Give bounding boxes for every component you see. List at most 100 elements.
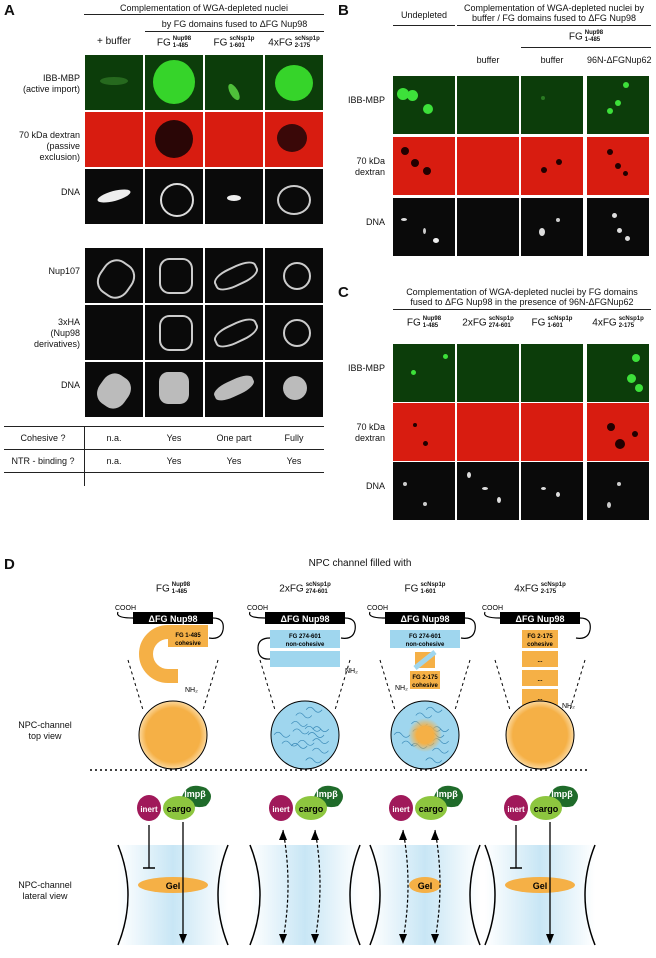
fg-strand [297, 739, 315, 746]
table-cell: n.a. [106, 456, 122, 466]
linker [248, 611, 266, 619]
pore-wall [117, 844, 129, 946]
linker [368, 611, 386, 619]
cooh-label: COOH [247, 605, 268, 612]
row-label: DNA [60, 379, 80, 390]
impb-label: Impβ [184, 789, 206, 799]
micrograph-ibb-mbp [587, 76, 649, 134]
channel-bg [485, 845, 595, 945]
divider [393, 25, 455, 26]
fg-2175-box [410, 671, 440, 689]
nucleus [623, 171, 628, 176]
nucleus [159, 372, 189, 404]
linker [460, 617, 476, 639]
fg-strand [393, 731, 411, 738]
leak-arrow [402, 829, 409, 941]
inert-label: inert [272, 805, 290, 814]
col-undepleted: Undepleted [400, 10, 448, 20]
fg-strand [295, 712, 313, 719]
panel-d-title: NPC channel filled with [308, 558, 412, 569]
micrograph-dextran [457, 137, 519, 195]
pore-wall [249, 844, 261, 946]
nucleus [160, 183, 194, 217]
pore-wall [349, 844, 361, 946]
nucleus [541, 167, 547, 173]
box-label: cohesive [175, 641, 201, 647]
nucleus [159, 258, 193, 294]
micrograph-dna [265, 362, 323, 417]
channel-bg [250, 845, 360, 945]
leak-arrow [314, 829, 321, 941]
nucleus [617, 482, 621, 486]
linker [208, 617, 224, 639]
nucleus [411, 159, 419, 167]
zoom-line [127, 659, 144, 711]
row-label: IBB-MBP [347, 95, 385, 105]
inert-shape [269, 795, 293, 821]
nucleus [556, 159, 562, 165]
impb-label: Impβ [316, 789, 338, 799]
micrograph-dna [521, 462, 583, 520]
nucleus [541, 487, 546, 490]
nucleus [283, 262, 311, 290]
panel-a-title: Complementation of WGA-depleted nuclei [119, 3, 289, 13]
fg-strand [425, 706, 443, 713]
panel-d-label: D [4, 556, 15, 573]
nucleus [401, 147, 409, 155]
row-label: DNA [60, 186, 80, 197]
fg-repeat-box [522, 651, 558, 667]
row-label: DNA [365, 481, 385, 491]
micrograph-dna [85, 362, 143, 417]
nucleus [617, 228, 622, 233]
nucleus [397, 88, 409, 100]
zoom-line [454, 659, 471, 711]
nucleus [277, 124, 307, 152]
micrograph-dna [587, 198, 649, 256]
divider [4, 426, 324, 427]
zoom-line [379, 659, 396, 711]
micrograph-dna [587, 462, 649, 520]
nucleus [615, 100, 621, 106]
table-row-label: NTR - binding ? [11, 456, 75, 466]
micrograph-ibb-mbp [85, 55, 143, 110]
fg-strand [415, 712, 433, 719]
cargo-label: cargo [167, 804, 192, 814]
nucleus [423, 167, 431, 175]
fg-strand [425, 757, 442, 764]
anchor-box [265, 612, 345, 624]
cooh-label: COOH [482, 605, 503, 612]
micrograph-nup107 [205, 248, 263, 303]
nucleus [443, 354, 448, 359]
table-cell: Yes [286, 456, 302, 466]
nucleus [556, 492, 560, 497]
inert-label: inert [140, 805, 158, 814]
inert-shape [137, 795, 161, 821]
fg-1485-domain [139, 625, 208, 683]
box-label: non-cohesive [406, 642, 445, 648]
fg-strand [273, 731, 291, 738]
micrograph-dna [265, 169, 323, 224]
anchor-box [133, 612, 213, 624]
divider [457, 25, 651, 26]
linker [257, 637, 271, 660]
linker [340, 617, 356, 639]
inert-shape [389, 795, 413, 821]
box-label: ... [537, 696, 542, 702]
divider [4, 449, 324, 450]
impb-label: Impβ [436, 789, 458, 799]
micrograph-dextran [85, 112, 143, 167]
gel-shape [505, 877, 575, 893]
micrograph-dextran [393, 137, 455, 195]
nucleus [632, 431, 638, 437]
nucleus [615, 439, 625, 449]
micrograph-3xha [265, 305, 323, 360]
nh2-label: NH₂ [345, 668, 358, 675]
micrograph-dextran [521, 403, 583, 461]
